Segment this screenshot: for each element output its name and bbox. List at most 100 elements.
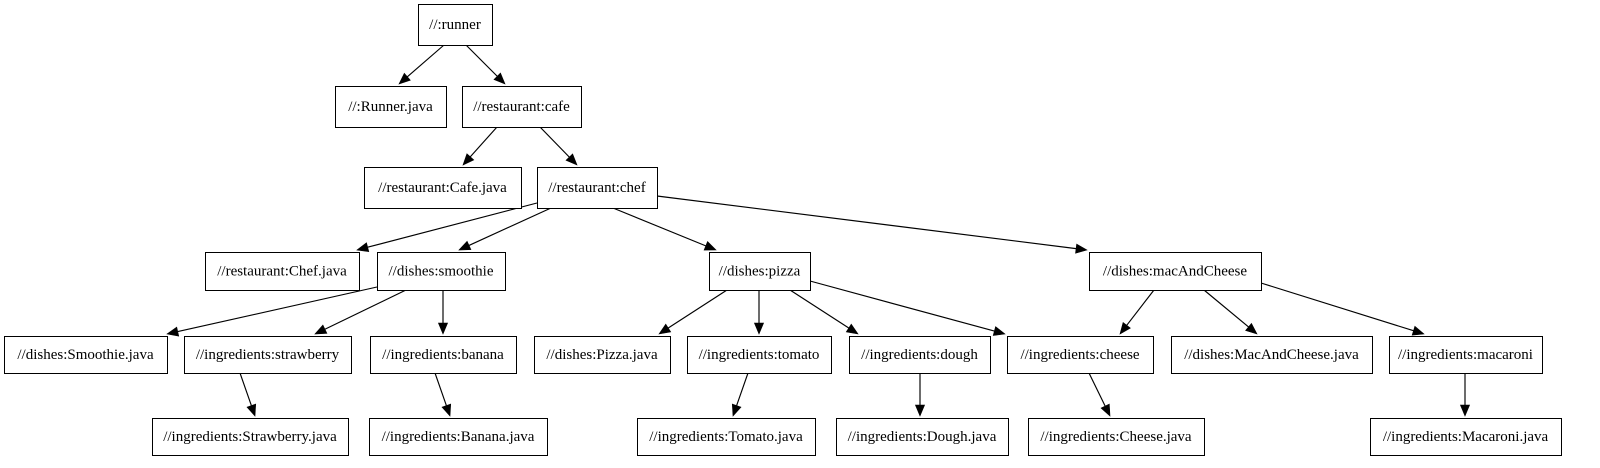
edge-restaurant_cafe-to-cafe_java bbox=[462, 126, 498, 166]
node-macandcheese_java[interactable]: //dishes:MacAndCheese.java bbox=[1171, 336, 1373, 374]
node-restaurant_chef[interactable]: //restaurant:chef bbox=[537, 167, 658, 209]
node-dishes_smoothie[interactable]: //dishes:smoothie bbox=[377, 252, 506, 291]
node-label: //restaurant:chef bbox=[548, 180, 645, 196]
node-ing_macaroni[interactable]: //ingredients:macaroni bbox=[1389, 336, 1543, 374]
node-box[interactable] bbox=[364, 167, 522, 209]
node-ing_cheese[interactable]: //ingredients:cheese bbox=[1007, 336, 1154, 374]
node-box[interactable] bbox=[335, 86, 447, 128]
edge-arrowhead bbox=[441, 403, 452, 417]
node-label: //ingredients:Dough.java bbox=[848, 429, 997, 445]
node-banana_java[interactable]: //ingredients:Banana.java bbox=[369, 418, 548, 456]
node-cheese_java[interactable]: //ingredients:Cheese.java bbox=[1028, 418, 1205, 456]
node-ing_banana[interactable]: //ingredients:banana bbox=[370, 336, 517, 374]
edge-line bbox=[1126, 289, 1155, 326]
node-box[interactable] bbox=[687, 336, 832, 374]
node-box[interactable] bbox=[1370, 418, 1562, 456]
edge-arrowhead bbox=[753, 322, 765, 335]
node-box[interactable] bbox=[709, 252, 811, 291]
node-box[interactable] bbox=[377, 252, 506, 291]
nodes-layer: //:runner //:Runner.java //restaurant:cafe… bbox=[4, 4, 1562, 456]
edge-restaurant_chef-to-dishes_macandcheese bbox=[656, 195, 1088, 254]
node-label: //ingredients:Macaroni.java bbox=[1383, 429, 1549, 445]
edge-line bbox=[1088, 372, 1106, 407]
node-box[interactable] bbox=[418, 4, 493, 46]
node-box[interactable] bbox=[1389, 336, 1543, 374]
edge-line bbox=[1260, 282, 1414, 332]
node-box[interactable] bbox=[369, 418, 548, 456]
edge-arrowhead bbox=[356, 242, 370, 253]
node-box[interactable] bbox=[1089, 252, 1262, 291]
node-label: //:Runner.java bbox=[348, 99, 433, 115]
edge-arrowhead bbox=[462, 153, 475, 166]
node-label: //ingredients:banana bbox=[382, 347, 504, 363]
node-cafe_java[interactable]: //restaurant:Cafe.java bbox=[364, 167, 522, 209]
node-runner_java[interactable]: //:Runner.java bbox=[335, 86, 447, 128]
edge-arrowhead bbox=[992, 326, 1006, 336]
node-ing_strawberry[interactable]: //ingredients:strawberry bbox=[184, 336, 352, 374]
node-box[interactable] bbox=[1171, 336, 1373, 374]
node-box[interactable] bbox=[836, 418, 1009, 456]
node-macaroni_java[interactable]: //ingredients:Macaroni.java bbox=[1370, 418, 1562, 456]
node-ing_dough[interactable]: //ingredients:dough bbox=[849, 336, 991, 374]
edge-arrowhead bbox=[398, 72, 411, 85]
node-dough_java[interactable]: //ingredients:Dough.java bbox=[836, 418, 1009, 456]
edge-arrowhead bbox=[914, 404, 926, 417]
node-pizza_java[interactable]: //dishes:Pizza.java bbox=[534, 336, 671, 374]
edge-arrowhead bbox=[314, 324, 328, 335]
node-label: //:runner bbox=[429, 17, 481, 33]
edge-runner-to-restaurant_cafe bbox=[465, 44, 506, 85]
edge-line bbox=[406, 44, 445, 78]
node-label: //ingredients:Tomato.java bbox=[649, 429, 803, 445]
node-box[interactable] bbox=[1007, 336, 1154, 374]
node-box[interactable] bbox=[4, 336, 168, 374]
edge-ing_macaroni-to-macaroni_java bbox=[1459, 373, 1471, 417]
edge-arrowhead bbox=[166, 326, 180, 337]
edge-line bbox=[736, 372, 749, 406]
node-label: //ingredients:cheese bbox=[1020, 347, 1139, 363]
edge-line bbox=[667, 289, 728, 329]
node-label: //ingredients:strawberry bbox=[196, 347, 340, 363]
edge-dishes_pizza-to-ing_dough bbox=[789, 289, 859, 335]
edge-arrowhead bbox=[703, 241, 717, 251]
node-label: //restaurant:cafe bbox=[473, 99, 570, 115]
node-label: //ingredients:Cheese.java bbox=[1040, 429, 1192, 445]
node-strawberry_java[interactable]: //ingredients:Strawberry.java bbox=[152, 418, 349, 456]
edge-restaurant_chef-to-dishes_pizza bbox=[612, 207, 717, 251]
edge-line bbox=[789, 289, 850, 329]
node-label: //dishes:pizza bbox=[719, 263, 801, 279]
node-box[interactable] bbox=[637, 418, 816, 456]
edge-arrowhead bbox=[1100, 403, 1111, 417]
edge-dishes_pizza-to-ing_cheese bbox=[809, 280, 1006, 336]
edge-arrowhead bbox=[246, 403, 257, 417]
edge-line bbox=[469, 126, 498, 158]
edge-arrowhead bbox=[493, 72, 506, 85]
node-box[interactable] bbox=[184, 336, 352, 374]
node-ing_tomato[interactable]: //ingredients:tomato bbox=[687, 336, 832, 374]
edges-layer bbox=[166, 44, 1471, 417]
node-label: //dishes:Smoothie.java bbox=[17, 347, 154, 363]
edge-line bbox=[324, 289, 407, 330]
node-dishes_macandcheese[interactable]: //dishes:macAndCheese bbox=[1089, 252, 1262, 291]
edge-line bbox=[612, 207, 707, 247]
node-runner[interactable]: //:runner bbox=[418, 4, 493, 46]
node-chef_java[interactable]: //restaurant:Chef.java bbox=[205, 252, 360, 291]
node-box[interactable] bbox=[462, 86, 582, 128]
node-dishes_pizza[interactable]: //dishes:pizza bbox=[709, 252, 811, 291]
node-box[interactable] bbox=[537, 167, 658, 209]
edge-ing_cheese-to-cheese_java bbox=[1088, 372, 1111, 417]
node-box[interactable] bbox=[152, 418, 349, 456]
node-label: //ingredients:dough bbox=[861, 347, 978, 363]
edge-ing_dough-to-dough_java bbox=[914, 373, 926, 417]
edge-arrowhead bbox=[658, 323, 672, 335]
edge-line bbox=[809, 280, 995, 332]
node-box[interactable] bbox=[205, 252, 360, 291]
node-label: //ingredients:tomato bbox=[699, 347, 820, 363]
node-restaurant_cafe[interactable]: //restaurant:cafe bbox=[462, 86, 582, 128]
node-box[interactable] bbox=[370, 336, 517, 374]
node-box[interactable] bbox=[849, 336, 991, 374]
node-box[interactable] bbox=[534, 336, 671, 374]
node-smoothie_java[interactable]: //dishes:Smoothie.java bbox=[4, 336, 168, 374]
node-tomato_java[interactable]: //ingredients:Tomato.java bbox=[637, 418, 816, 456]
node-box[interactable] bbox=[1028, 418, 1205, 456]
edge-arrowhead bbox=[1075, 243, 1088, 254]
